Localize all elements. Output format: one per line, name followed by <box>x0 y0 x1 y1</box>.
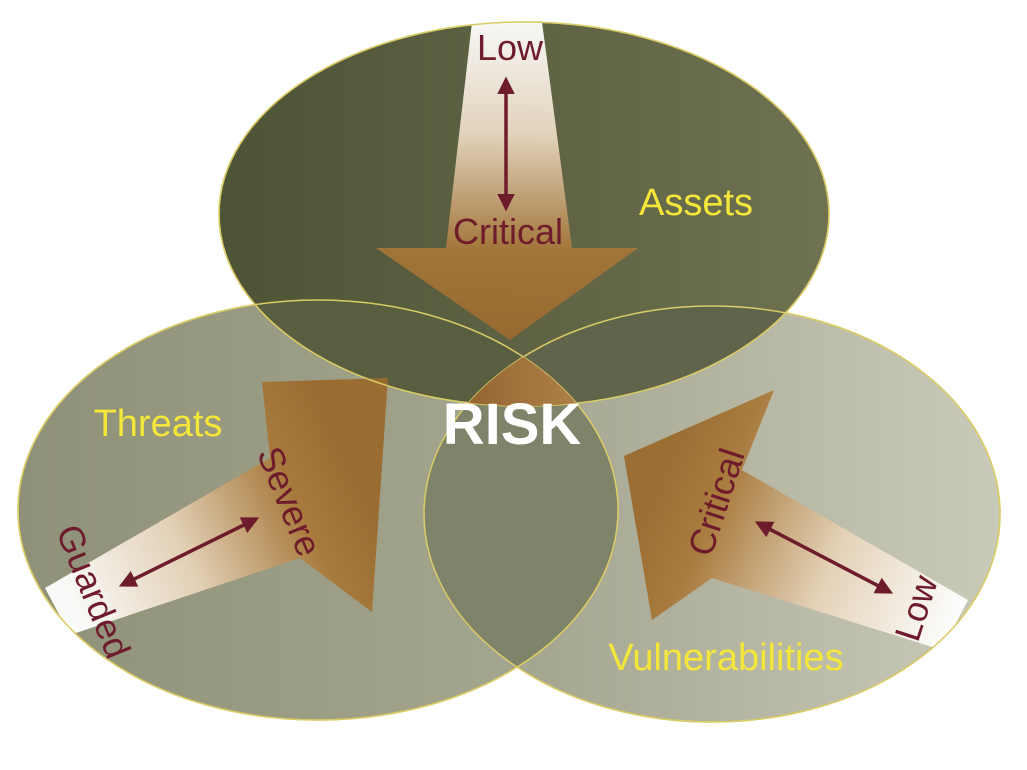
assets-scale-high-label: Low <box>477 27 544 68</box>
threats-circle-outline <box>17 299 619 721</box>
vulnerabilities-scale-double-arrow <box>754 521 894 594</box>
risk-label: RISK <box>443 392 582 457</box>
assets-scale-low-label: Critical <box>453 211 563 252</box>
threats-label: Threats <box>94 403 223 445</box>
assets-label: Assets <box>639 182 753 224</box>
threats-scale-double-arrow <box>118 517 260 587</box>
vulnerabilities-circle-outline <box>423 305 1001 723</box>
threats-vulnerabilities-overlap <box>424 306 618 720</box>
vulnerabilities-label: Vulnerabilities <box>608 637 843 679</box>
